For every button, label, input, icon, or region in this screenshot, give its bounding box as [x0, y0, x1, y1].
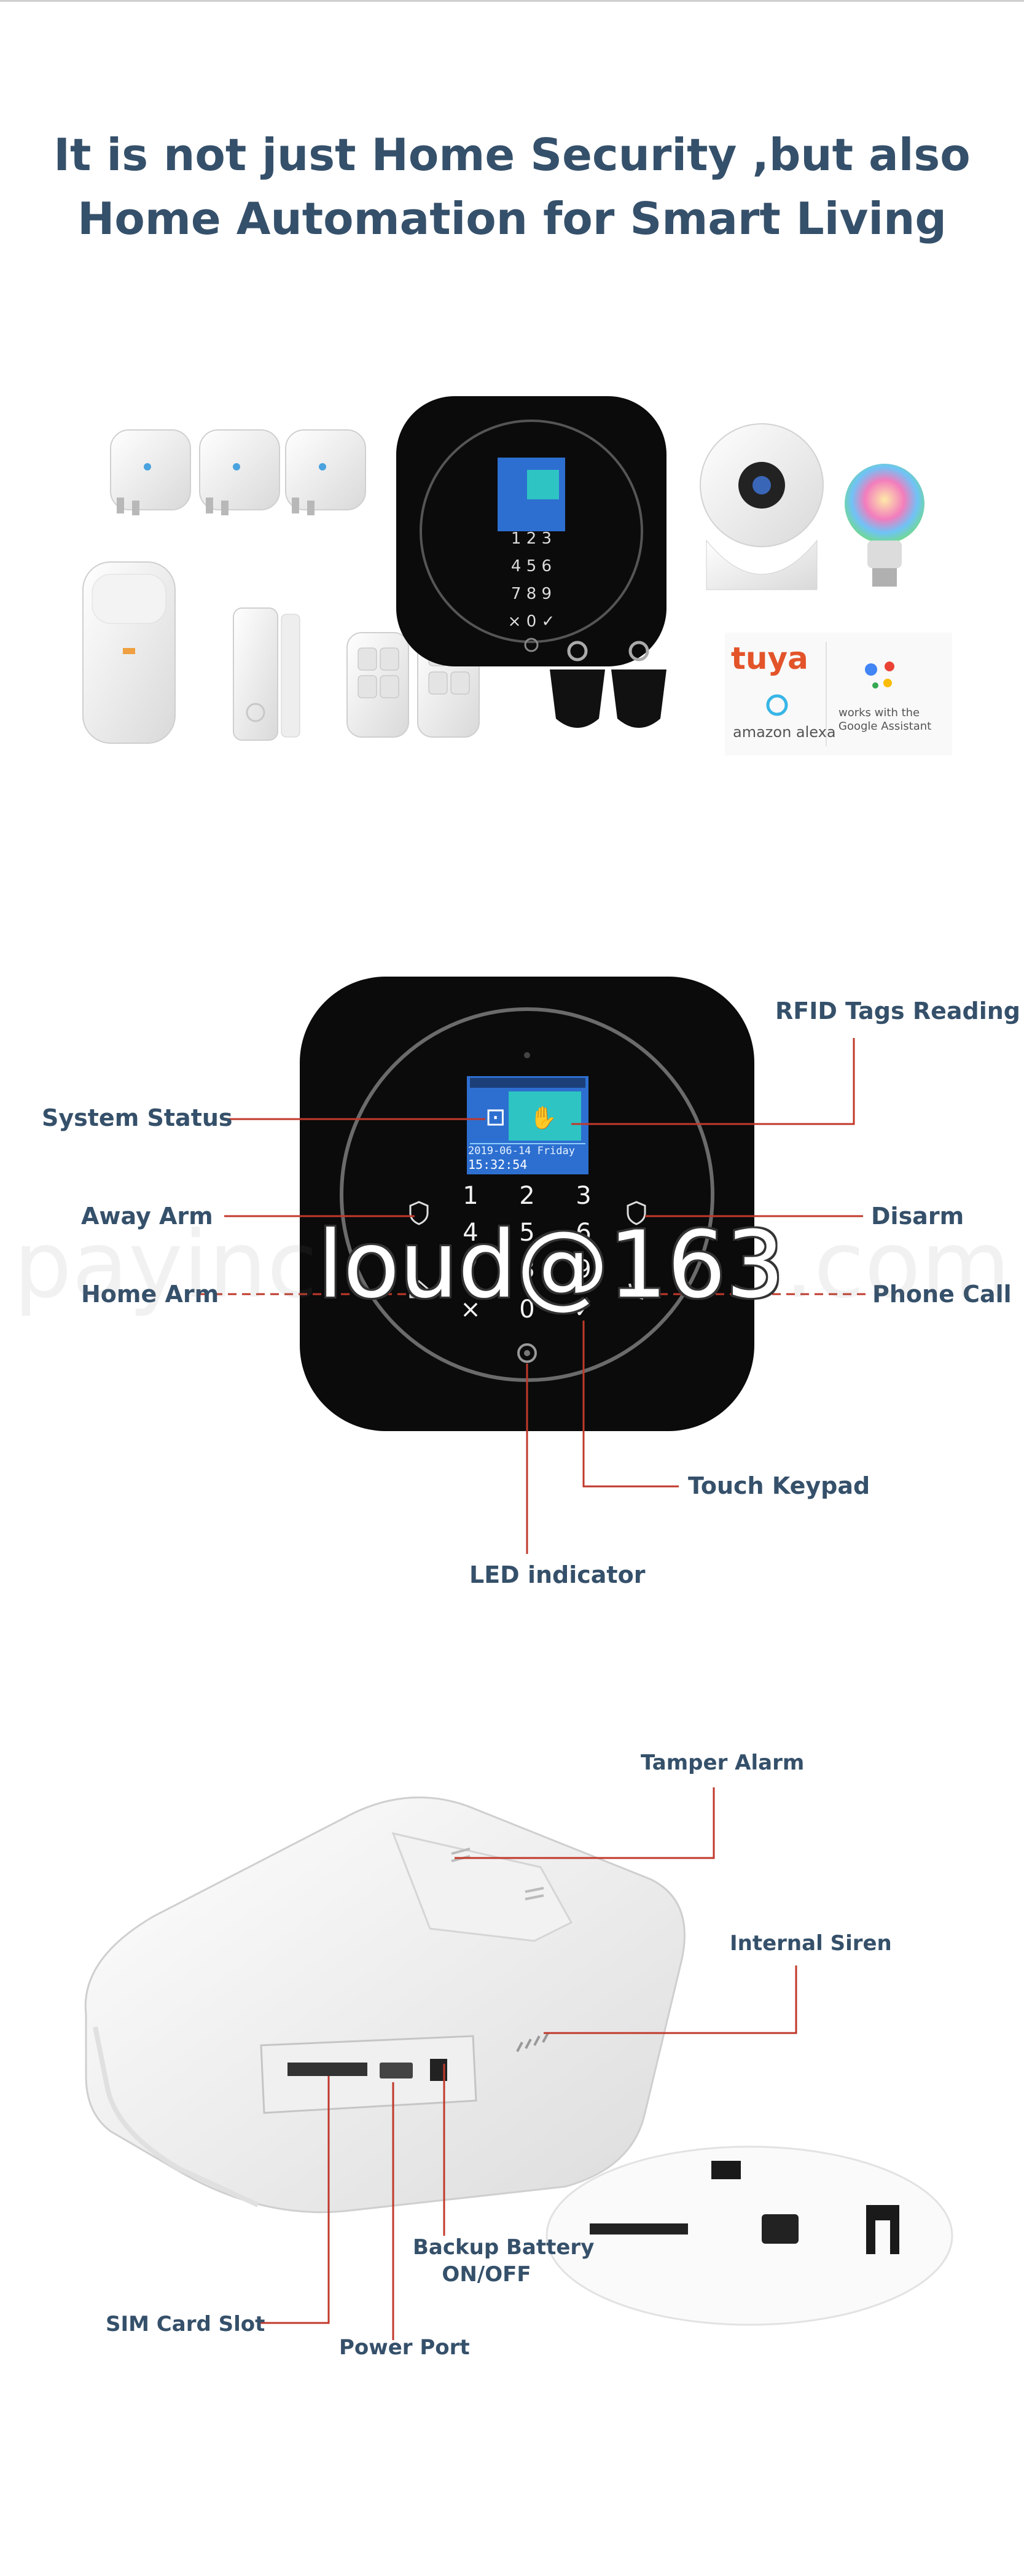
label-touch-keypad: Touch Keypad	[688, 1472, 870, 1499]
label-tamper-alarm: Tamper Alarm	[641, 1751, 805, 1775]
label-backup-battery-line2: ON/OFF	[442, 2262, 531, 2287]
google-logo-line2: Google Assistant	[838, 720, 932, 733]
watermark-right: .com	[784, 1212, 1011, 1319]
smart-plug-2	[199, 429, 280, 515]
label-rfid-tags: RFID Tags Reading	[775, 997, 1020, 1025]
key-4[interactable]: 4	[463, 1219, 478, 1247]
label-phone-call: Phone Call	[872, 1281, 1012, 1308]
svg-text:× 0 ✓: × 0 ✓	[508, 612, 555, 631]
rfid-tags	[550, 641, 666, 728]
phone-call-icon[interactable]	[628, 1283, 644, 1300]
power-port	[380, 2063, 413, 2078]
watermark-middle: loud@163	[318, 1212, 785, 1319]
remote-fob-1	[346, 632, 409, 738]
door-sensor	[233, 607, 300, 741]
alarm-panel-back	[84, 1796, 686, 2214]
alarm-panel-small: 1 2 3 4 5 6 7 8 9 × 0 ✓	[396, 396, 666, 666]
headline: It is not just Home Security ,but also H…	[0, 123, 1024, 251]
ip-camera	[700, 423, 824, 590]
alexa-logo-text: amazon alexa	[733, 724, 836, 741]
key-6[interactable]: 6	[576, 1219, 591, 1247]
pir-motion-sensor	[82, 561, 176, 744]
headline-line-1: It is not just Home Security ,but also	[53, 129, 971, 181]
lcd-time: 15:32:54	[468, 1157, 528, 1172]
label-disarm: Disarm	[871, 1203, 964, 1230]
panel-front-diagram: ⊡ ✋ 1 2 3 4 5 6 7 8 9 × 0 ✓	[200, 977, 871, 1554]
key-9[interactable]: 9	[576, 1255, 591, 1284]
sim-card-slot	[287, 2063, 367, 2076]
label-system-status: System Status	[42, 1104, 233, 1131]
front-callout-lines	[200, 1038, 871, 1554]
key-7[interactable]: 7	[463, 1255, 478, 1284]
tamper-cover	[391, 1832, 573, 1942]
label-sim-card-slot: SIM Card Slot	[106, 2312, 265, 2336]
svg-text:4 5 6: 4 5 6	[511, 557, 552, 576]
label-internal-siren: Internal Siren	[730, 1931, 892, 1956]
zoomed-port-inset	[545, 2145, 953, 2326]
back-callout-lines	[258, 1787, 797, 2340]
product-family-image: 1 2 3 4 5 6 7 8 9 × 0 ✓	[82, 396, 952, 755]
port-bay	[260, 2035, 477, 2114]
label-backup-battery: Backup Battery ON/OFF	[413, 2234, 595, 2288]
key-1[interactable]: 1	[463, 1182, 478, 1210]
smart-plug-3	[285, 429, 366, 515]
svg-text:✋: ✋	[530, 1105, 557, 1131]
smart-plug-1	[110, 429, 191, 515]
tuya-logo-text: tuya	[731, 641, 808, 676]
led-indicator-icon	[517, 1343, 537, 1363]
key-confirm[interactable]: ✓	[573, 1295, 594, 1324]
key-3[interactable]: 3	[576, 1182, 591, 1210]
label-led-indicator: LED indicator	[469, 1561, 646, 1588]
home-arm-icon[interactable]	[409, 1280, 429, 1298]
ecosystem-logos	[725, 633, 952, 755]
svg-text:⊡: ⊡	[485, 1103, 506, 1131]
watermark: payincloud@163.com	[0, 1213, 1024, 1317]
siren-grille	[516, 2032, 549, 2052]
lcd-date: 2019-06-14 Friday	[468, 1145, 575, 1157]
watermark-left: payinc	[13, 1212, 318, 1319]
google-logo-line1: works with the	[838, 706, 920, 719]
label-power-port: Power Port	[339, 2335, 470, 2360]
panel-back-diagram	[84, 1787, 953, 2340]
label-backup-battery-line1: Backup Battery	[413, 2235, 595, 2260]
key-2[interactable]: 2	[519, 1182, 534, 1210]
svg-text:1 2 3: 1 2 3	[511, 529, 552, 548]
key-0[interactable]: 0	[519, 1295, 534, 1324]
alarm-panel-front: ⊡ ✋	[300, 977, 754, 1431]
key-cancel[interactable]: ×	[460, 1295, 481, 1324]
smart-bulb	[845, 464, 924, 587]
key-8[interactable]: 8	[519, 1255, 534, 1284]
svg-text:7 8 9: 7 8 9	[511, 585, 552, 603]
label-home-arm: Home Arm	[81, 1281, 219, 1308]
touch-keypad-keys: 1 2 3 4 5 6 7 8 9 × 0 ✓	[460, 1182, 594, 1324]
disarm-icon[interactable]	[627, 1201, 646, 1225]
label-away-arm: Away Arm	[81, 1203, 213, 1230]
top-divider	[0, 0, 1024, 2]
headline-line-2: Home Automation for Smart Living	[77, 193, 947, 244]
key-5[interactable]: 5	[519, 1219, 534, 1247]
